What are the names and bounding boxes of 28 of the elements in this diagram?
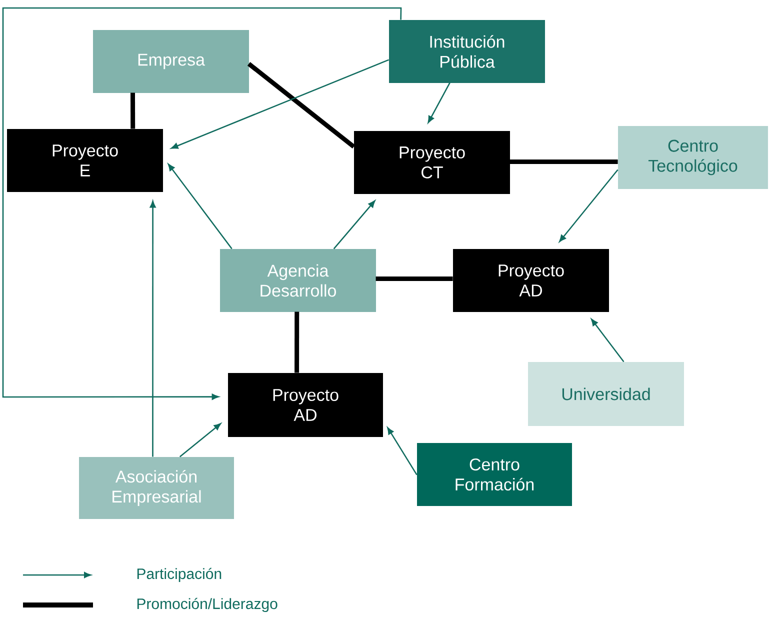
arrow: [2, 7, 402, 400]
actor-box: Centro Tecnológico: [618, 126, 768, 189]
actor-box: Empresa: [93, 30, 249, 93]
arrow: [333, 200, 376, 250]
arrow: [168, 164, 232, 250]
arrow: [150, 200, 156, 457]
actor-box: Institución Pública: [389, 20, 545, 83]
arrow: [591, 318, 624, 362]
actor-box: Centro Formación: [417, 442, 572, 506]
project-box: Proyecto CT: [354, 130, 510, 194]
legend-label: Promoción/Liderazgo: [137, 598, 278, 612]
project-box: Proyecto AD: [453, 249, 609, 312]
actor-box: Agencia Desarrollo: [220, 249, 376, 312]
connector-line: [247, 62, 356, 149]
arrow: [559, 169, 618, 242]
connector-line: [294, 312, 300, 373]
actor-box: Universidad: [528, 362, 684, 426]
connector-line: [130, 92, 136, 129]
connector-line: [510, 160, 618, 164]
legend-label: Participación: [137, 568, 222, 582]
project-box: Proyecto AD: [228, 373, 383, 437]
arrow: [171, 59, 390, 149]
arrow: [428, 82, 450, 123]
actor-box: Asociación Empresarial: [79, 456, 234, 519]
arrow: [387, 427, 418, 476]
arrow: [179, 423, 222, 458]
connector-line: [376, 276, 453, 282]
project-box: Proyecto E: [7, 128, 163, 192]
